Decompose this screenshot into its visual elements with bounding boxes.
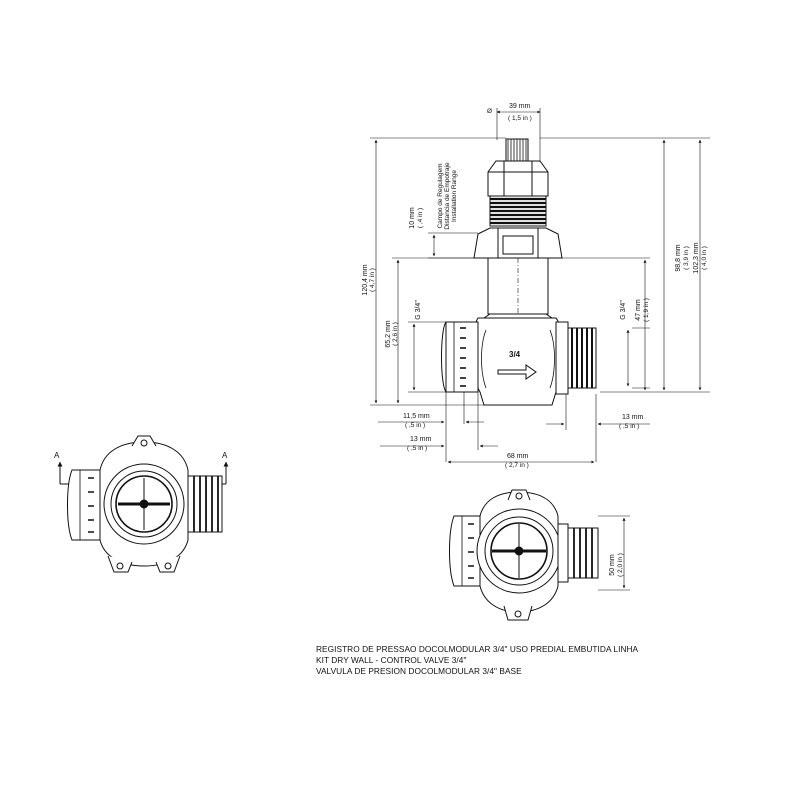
dim-total-height-in: ( 4,7 in ) (369, 268, 376, 292)
dim-47-in: ( 1,9 in ) (643, 298, 650, 322)
dim-65-in: ( 2,6 in ) (392, 322, 399, 346)
diameter-symbol: Ø (487, 108, 492, 115)
dim-50: 50 mm (609, 554, 616, 576)
dim-102-in: ( 4,0 in ) (701, 246, 708, 270)
caption-line-2: KIT DRY WALL - CONTROL VALVE 3/4" (316, 655, 467, 665)
caption: REGISTRO DE PRESSAO DOCOLMODULAR 3/4" US… (316, 644, 638, 677)
caption-line-1: REGISTRO DE PRESSAO DOCOLMODULAR 3/4" US… (316, 644, 639, 654)
dim-reg-field-in: ( ,4 in ) (417, 208, 424, 228)
dimension-labels: Ø 39 mm ( 1,5 in ) 120,4 mm ( 4,7 in ) 1… (362, 103, 708, 469)
thread-right-label: G 3/4" (620, 300, 627, 320)
section-marker-right: A (222, 451, 228, 460)
valve-neck (487, 257, 549, 315)
caption-line-3: VALVULA DE PRESION DOCOLMODULAR 3/4" BAS… (316, 666, 522, 676)
right-port (555, 321, 597, 395)
dim-68: 68 mm (507, 453, 529, 460)
bonnet-cap (487, 160, 549, 197)
dim-top-width-in: ( 1,5 in ) (508, 115, 532, 122)
dim-13-right-in: ( ,5 in ) (619, 423, 639, 430)
section-marker-left: A (54, 451, 60, 460)
thread-left-label: G 3/4" (415, 300, 422, 320)
dim-68-in: ( 2,7 in ) (505, 462, 529, 469)
section-view-left: A A (54, 435, 229, 573)
dim-11-in: ( ,5 in ) (405, 422, 425, 429)
dimension-lines (370, 108, 710, 464)
dim-13-right: 13 mm (622, 414, 644, 421)
dim-13-left-in: ( ,5 in ) (407, 445, 427, 452)
dim-13-left: 13 mm (410, 436, 432, 443)
bottom-view (449, 489, 630, 621)
flow-arrow (497, 364, 537, 380)
dim-102: 102,3 mm (693, 242, 700, 273)
dim-11: 11,5 mm (403, 413, 430, 420)
dim-98-in: ( 3,9 in ) (683, 246, 690, 270)
spindle (505, 138, 529, 162)
dim-98: 98,8 mm (675, 244, 682, 271)
dim-reg-field: 10 mm (409, 207, 416, 229)
bonnet-thread (489, 195, 547, 227)
dim-top-width: 39 mm (509, 103, 531, 110)
left-port (441, 321, 479, 393)
dim-65: 65,2 mm (385, 320, 392, 347)
label-reg-es: Distancia de Empotraje (444, 162, 451, 230)
label-reg-pt: Campo de Regulagem (437, 163, 444, 228)
dim-total-height: 120,4 mm (362, 264, 369, 295)
label-reg-en: Installation Range (451, 170, 458, 222)
front-elevation-view: 3/4 (441, 138, 597, 406)
body-mark: 3/4 (509, 350, 521, 359)
dim-50-in: ( 2,0 in ) (617, 553, 624, 577)
dim-47: 47 mm (635, 299, 642, 321)
